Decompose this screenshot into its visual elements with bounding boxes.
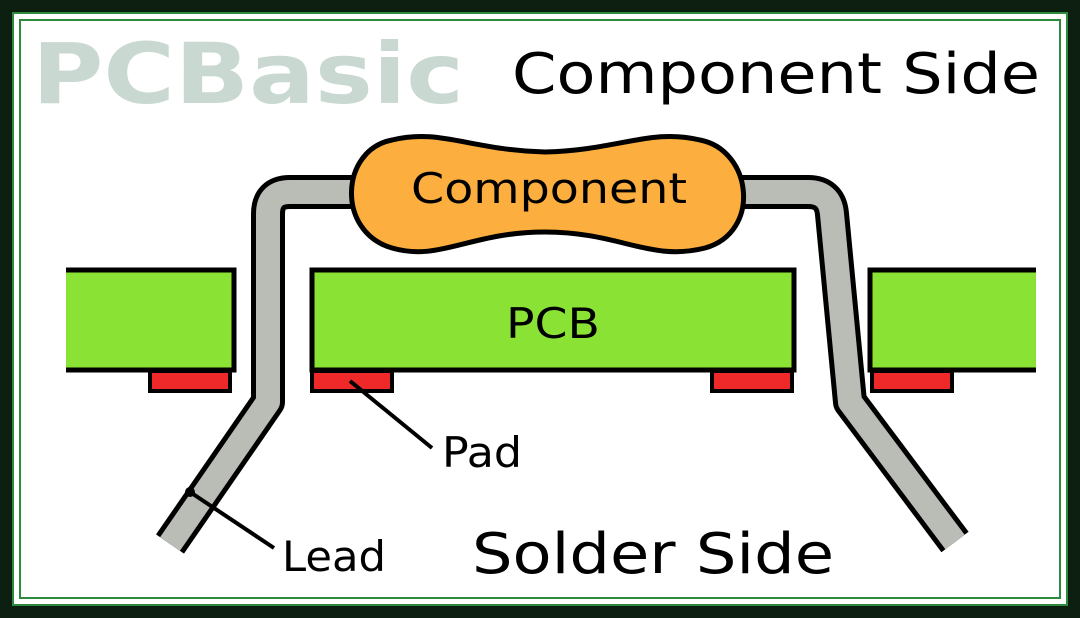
pad-right [870,369,954,393]
pcb-board [66,267,1036,373]
component-label: Component [411,164,687,213]
leads [156,175,969,554]
pcbasic-logo: PCBasic [32,25,464,123]
pad-label: Pad [442,428,522,477]
lead-label: Lead [282,532,386,581]
pcb-segment-left [66,270,234,370]
lead-right [700,180,965,550]
component-side-label: Component Side [512,42,1040,107]
frame-line-inner [19,19,1061,599]
solder-side-label: Solder Side [472,522,834,587]
pcb-segment-right [870,270,1036,370]
pcb-segment-center [312,270,794,370]
pad-center-right [710,369,794,393]
pcb-outline-center [309,267,797,373]
lead-callout-dot [185,487,195,497]
pad-callout-line [348,379,434,450]
lead-left [160,180,392,551]
pad-left [148,369,232,393]
frame-line-outer [12,12,1068,606]
pcb-label: PCB [506,299,600,348]
component-body [349,133,746,255]
lead-callout-line [188,490,276,550]
pads [148,369,954,393]
